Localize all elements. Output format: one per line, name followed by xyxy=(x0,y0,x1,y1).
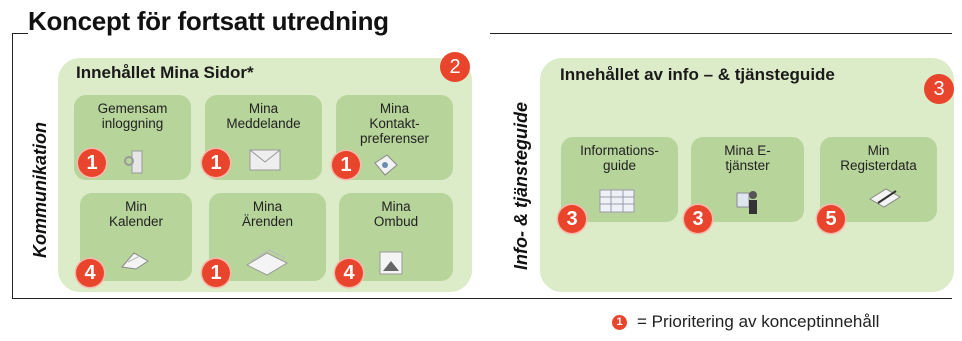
frame-line-top-right xyxy=(490,33,952,34)
page-title: Koncept för fortsatt utredning xyxy=(28,6,389,36)
tile-min-kalender[interactable]: Min Kalender 4 xyxy=(76,193,192,287)
legend-badge-icon: 1 xyxy=(612,314,627,330)
envelope-icon xyxy=(249,149,281,171)
calendar-icon xyxy=(121,252,149,270)
documents-icon xyxy=(245,249,289,276)
tile-informationsguide[interactable]: Informations- guide 3 xyxy=(558,137,678,233)
priority-badge: 1 xyxy=(202,149,230,177)
panel-number-badge-right: 3 xyxy=(924,74,954,104)
tile-mina-etjanster[interactable]: Mina E- tjänster 3 xyxy=(684,137,804,233)
tile-gemensam-inloggning[interactable]: Gemensam inloggning 1 xyxy=(74,95,191,180)
tile-mina-kontaktpreferenser[interactable]: Mina Kontakt- preferenser 1 xyxy=(332,95,453,180)
tile-label: Mina Ärenden xyxy=(241,199,294,229)
tile-mina-ombud[interactable]: Mina Ombud 4 xyxy=(335,193,453,287)
priority-badge: 4 xyxy=(335,259,363,287)
priority-badge: 3 xyxy=(684,205,712,233)
tile-min-registerdata[interactable]: Min Registerdata 5 xyxy=(817,137,937,233)
frame-line-left xyxy=(12,33,13,299)
legend-text: = Prioritering av konceptinnehåll xyxy=(637,312,880,331)
panel-title-mina-sidor: Innehållet Mina Sidor* xyxy=(76,63,254,82)
frame-line-top-left xyxy=(12,33,28,34)
frame-line-bottom xyxy=(12,298,952,299)
priority-badge: 3 xyxy=(558,205,586,233)
priority-badge: 5 xyxy=(817,205,845,233)
tile-label: Mina Ombud xyxy=(373,199,419,229)
tile-mina-arenden[interactable]: Mina Ärenden 1 xyxy=(202,193,326,287)
panel-title-info-tjansteguide: Innehållet av info – & tjänsteguide xyxy=(560,65,835,84)
priority-badge: 1 xyxy=(202,259,230,287)
person-icon xyxy=(379,251,403,275)
tile-label: Min Kalender xyxy=(108,199,164,229)
tile-label: Mina E- tjänster xyxy=(724,143,771,173)
register-pen-icon xyxy=(869,188,901,208)
tile-mina-meddelande[interactable]: Mina Meddelande 1 xyxy=(202,95,322,180)
legend: 1 = Prioritering av konceptinnehåll xyxy=(612,312,879,332)
vertical-label-kommunikation: Kommunikation xyxy=(30,121,50,258)
priority-badge: 1 xyxy=(78,149,106,177)
user-computer-icon xyxy=(736,191,757,214)
priority-badge: 1 xyxy=(332,151,360,179)
panel-number-badge-left: 2 xyxy=(440,52,470,82)
tile-label: Mina Kontakt- preferenser xyxy=(359,101,430,146)
contact-card-icon xyxy=(374,154,398,176)
tile-label: Min Registerdata xyxy=(840,143,917,173)
spreadsheet-icon xyxy=(599,189,635,213)
tile-label: Informations- guide xyxy=(580,143,659,173)
tile-label: Mina Meddelande xyxy=(226,101,301,131)
tile-label: Gemensam inloggning xyxy=(97,101,168,131)
vertical-label-info-tjansteguide: Info- & tjänsteguide xyxy=(511,102,531,270)
login-icon xyxy=(124,150,143,174)
priority-badge: 4 xyxy=(76,259,104,287)
